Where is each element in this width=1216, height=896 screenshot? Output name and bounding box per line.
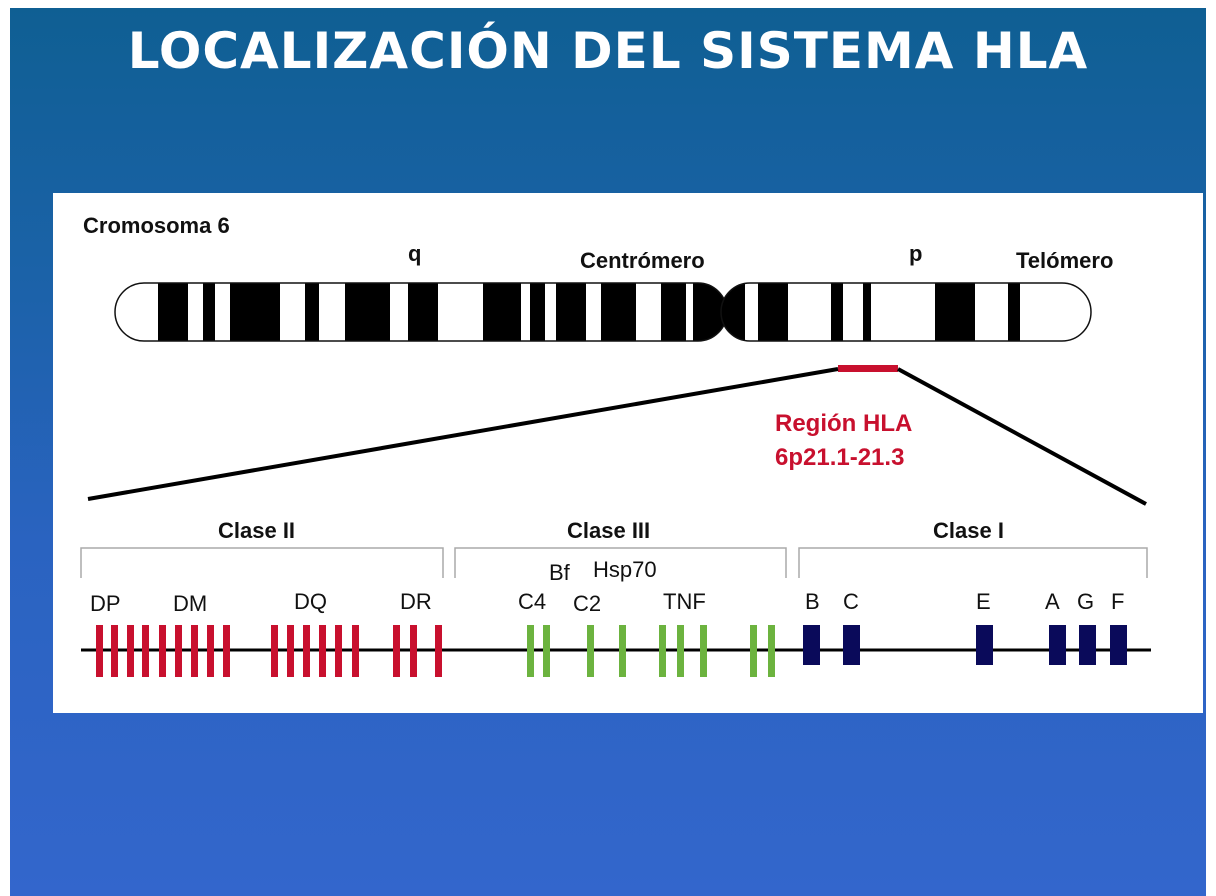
gene-bar [191, 625, 198, 677]
gene-bar [271, 625, 278, 677]
gene-bar [543, 625, 550, 677]
band [230, 283, 280, 341]
gene-label-a: A [1045, 589, 1060, 614]
chromosome-name-label: Cromosoma 6 [83, 213, 230, 238]
gene-bar [410, 625, 417, 677]
gene-bar [843, 625, 860, 665]
diagram-panel: Cromosoma 6 q Centrómero p Telómero [53, 193, 1203, 713]
gene-label-bf: Bf [549, 560, 571, 585]
gene-bar [393, 625, 400, 677]
gene-bar [127, 625, 134, 677]
gene-label-c2: C2 [573, 591, 601, 616]
gene-label-tnf: TNF [663, 589, 706, 614]
gene-bar [303, 625, 310, 677]
class-ii-label: Clase II [218, 518, 295, 543]
class-i-bracket [798, 547, 1148, 578]
gene-label-c4: C4 [518, 589, 546, 614]
gene-label-b: B [805, 589, 820, 614]
gene-bar [1079, 625, 1096, 665]
band [601, 283, 636, 341]
gene-bar [527, 625, 534, 677]
hla-diagram: Cromosoma 6 q Centrómero p Telómero [80, 213, 1151, 677]
class-ii-bracket [80, 547, 444, 578]
band [661, 283, 686, 341]
gene-bar [175, 625, 182, 677]
gene-bar [659, 625, 666, 677]
p-arm-label: p [909, 241, 922, 266]
gene-bar [587, 625, 594, 677]
slide-title: LOCALIZACIÓN DEL SISTEMA HLA [127, 22, 1089, 80]
gene-bar [700, 625, 707, 677]
p-arm [721, 283, 1091, 341]
gene-labels: DP DM DQ DR Bf Hsp70 C4 C2 TNF B C E A G… [90, 557, 1124, 616]
gene-bar [619, 625, 626, 677]
band [556, 283, 586, 341]
gene-label-hsp70: Hsp70 [593, 557, 657, 582]
gene-label-dm: DM [173, 591, 207, 616]
band [203, 283, 215, 341]
q-arm [115, 283, 727, 341]
gene-bar [352, 625, 359, 677]
gene-label-f: F [1111, 589, 1124, 614]
band [863, 283, 871, 341]
gene-bar [287, 625, 294, 677]
gene-label-e: E [976, 589, 991, 614]
band [158, 283, 188, 341]
gene-label-c: C [843, 589, 859, 614]
band [758, 283, 788, 341]
hla-region-locus: 6p21.1-21.3 [775, 444, 904, 471]
gene-bar [768, 625, 775, 677]
class-i-label: Clase I [933, 518, 1004, 543]
gene-bar [803, 625, 820, 665]
hla-region-marker [838, 365, 898, 372]
telomere-label: Telómero [1016, 248, 1113, 273]
gene-label-dq: DQ [294, 589, 327, 614]
band [1008, 283, 1020, 341]
band [831, 283, 843, 341]
q-arm-label: q [408, 241, 421, 266]
gene-bar [223, 625, 230, 677]
class-i-gene-bars [803, 625, 1127, 665]
gene-bar [335, 625, 342, 677]
class-iii-gene-bars [527, 625, 775, 677]
gene-bar [435, 625, 442, 677]
gene-label-dp: DP [90, 591, 121, 616]
band [345, 283, 390, 341]
class-iii-bracket [454, 547, 787, 578]
class-ii-gene-bars [96, 625, 442, 677]
band [483, 283, 521, 341]
gene-label-g: G [1077, 589, 1094, 614]
band [408, 283, 438, 341]
zoom-line-left [87, 367, 839, 501]
gene-bar [1049, 625, 1066, 665]
gene-bar [750, 625, 757, 677]
hla-region-title: Región HLA [775, 410, 912, 437]
gene-bar [111, 625, 118, 677]
chromosome-6 [114, 282, 1092, 342]
gene-bar [142, 625, 149, 677]
gene-bar [207, 625, 214, 677]
band [530, 283, 545, 341]
slide: LOCALIZACIÓN DEL SISTEMA HLA Cromosoma 6… [10, 8, 1206, 896]
band [935, 283, 975, 341]
gene-label-dr: DR [400, 589, 432, 614]
zoom-line-right [897, 367, 1147, 506]
gene-bar [1110, 625, 1127, 665]
band [305, 283, 319, 341]
centromere-label: Centrómero [580, 248, 705, 273]
gene-bar [159, 625, 166, 677]
gene-bar [677, 625, 684, 677]
class-iii-label: Clase III [567, 518, 650, 543]
gene-bar [976, 625, 993, 665]
gene-bar [319, 625, 326, 677]
gene-bar [96, 625, 103, 677]
